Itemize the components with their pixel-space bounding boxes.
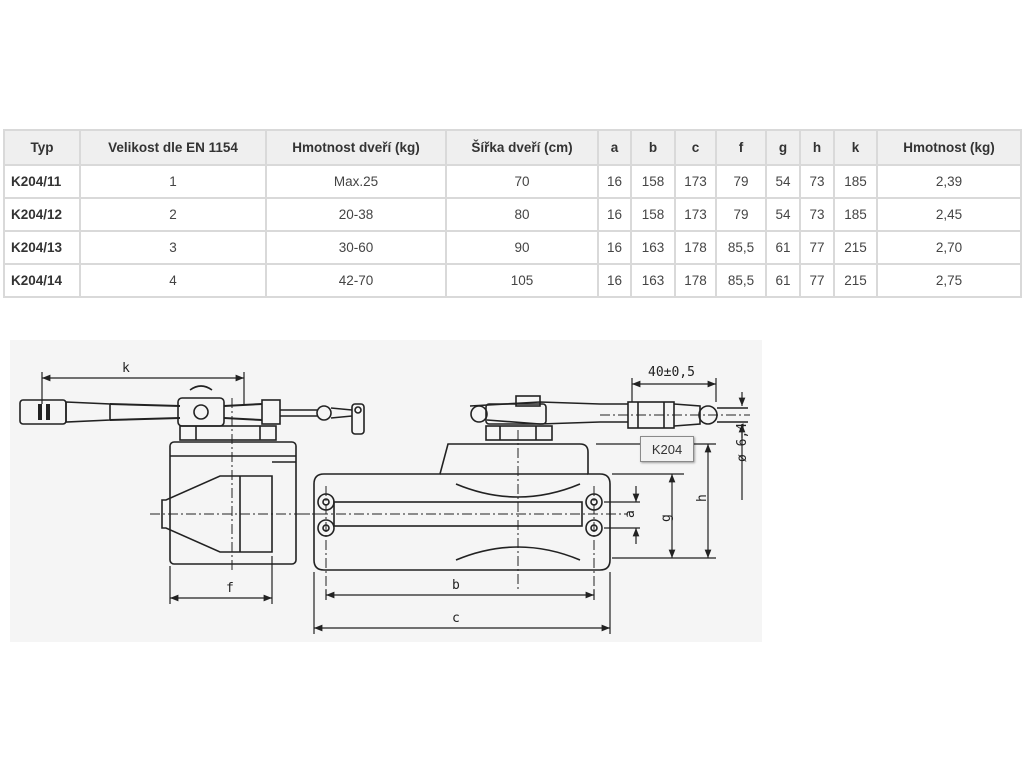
table-cell: 3 (79, 230, 267, 265)
table-cell: 163 (630, 263, 676, 298)
dimension-label-k: k (122, 361, 130, 376)
table-cell-typ: K204/11 (3, 164, 81, 199)
table-cell: 42-70 (265, 263, 447, 298)
side-view-body (150, 398, 318, 570)
header-cell-h: h (799, 129, 835, 166)
table-cell: 2 (79, 197, 267, 232)
table-cell: 215 (833, 263, 878, 298)
header-cell-c: c (674, 129, 717, 166)
table-cell-typ: K204/12 (3, 197, 81, 232)
table-cell: 2,75 (876, 263, 1022, 298)
table-cell: 20-38 (265, 197, 447, 232)
dimension-label-c: c (452, 611, 460, 626)
table-cell: 158 (630, 164, 676, 199)
header-cell-velikost: Velikost dle EN 1154 (79, 129, 267, 166)
header-cell-hmotnost: Hmotnost (kg) (876, 129, 1022, 166)
dimension-label-diameter: ø 6,4 (735, 423, 750, 462)
table-cell: 73 (799, 164, 835, 199)
table-cell: 178 (674, 230, 717, 265)
table-cell: 85,5 (715, 263, 767, 298)
table-cell: 163 (630, 230, 676, 265)
front-view-body (300, 430, 628, 590)
table-cell: Max.25 (265, 164, 447, 199)
header-cell-hmotnost-dveri: Hmotnost dveří (kg) (265, 129, 447, 166)
table-row: K204/14 4 42-70 105 16 163 178 85,5 61 7… (3, 263, 1022, 298)
table-row: K204/12 2 20-38 80 16 158 173 79 54 73 1… (3, 197, 1022, 232)
table-cell: 158 (630, 197, 676, 232)
table-cell: 1 (79, 164, 267, 199)
table-cell: 85,5 (715, 230, 767, 265)
table-cell: 178 (674, 263, 717, 298)
table-cell: 173 (674, 197, 717, 232)
left-arm-assembly (19, 385, 365, 441)
dimension-label-a: a (623, 510, 638, 518)
dimension-lines (41, 372, 746, 634)
table-cell: 73 (799, 197, 835, 232)
header-cell-b: b (630, 129, 676, 166)
table-cell: 70 (445, 164, 599, 199)
header-cell-f: f (715, 129, 767, 166)
dimension-label-b: b (452, 578, 460, 593)
dimension-label-tolerance: 40±0,5 (648, 365, 695, 380)
table-cell: 173 (674, 164, 717, 199)
door-closer-drawing: k 40±0,5 a g h ø 6,4 f b c (19, 361, 750, 634)
table-cell-typ: K204/14 (3, 263, 81, 298)
table-cell: 16 (597, 164, 632, 199)
table-cell: 77 (799, 230, 835, 265)
header-cell-sirka-dveri: Šířka dveří (cm) (445, 129, 599, 166)
header-cell-g: g (765, 129, 801, 166)
table-row: K204/13 3 30-60 90 16 163 178 85,5 61 77… (3, 230, 1022, 265)
table-cell: 54 (765, 164, 801, 199)
table-header: Typ Velikost dle EN 1154 Hmotnost dveří … (3, 129, 1022, 166)
table-cell: 79 (715, 164, 767, 199)
table-cell: 2,39 (876, 164, 1022, 199)
table-cell: 79 (715, 197, 767, 232)
table-cell: 16 (597, 197, 632, 232)
header-row: Typ Velikost dle EN 1154 Hmotnost dveří … (3, 129, 1022, 166)
table-cell: 54 (765, 197, 801, 232)
table-cell: 30-60 (265, 230, 447, 265)
table-cell: 185 (833, 197, 878, 232)
table-body: K204/11 1 Max.25 70 16 158 173 79 54 73 … (3, 164, 1022, 298)
table-row: K204/11 1 Max.25 70 16 158 173 79 54 73 … (3, 164, 1022, 199)
table-cell: 80 (445, 197, 599, 232)
top-arm-assembly (469, 395, 750, 441)
header-cell-a: a (597, 129, 632, 166)
table-cell: 2,45 (876, 197, 1022, 232)
dimension-label-f: f (226, 581, 234, 596)
table-cell: 185 (833, 164, 878, 199)
table-cell-typ: K204/13 (3, 230, 81, 265)
table-cell: 2,70 (876, 230, 1022, 265)
spec-table: Typ Velikost dle EN 1154 Hmotnost dveří … (3, 129, 1022, 298)
header-cell-typ: Typ (3, 129, 81, 166)
dimension-label-h: h (695, 494, 710, 502)
table-cell: 215 (833, 230, 878, 265)
table-cell: 16 (597, 263, 632, 298)
tooltip: K204 (640, 436, 694, 462)
table-cell: 61 (765, 263, 801, 298)
table-cell: 4 (79, 263, 267, 298)
dimension-label-g: g (659, 514, 674, 522)
header-cell-k: k (833, 129, 878, 166)
technical-drawing: k 40±0,5 a g h ø 6,4 f b c (10, 340, 762, 642)
table-cell: 90 (445, 230, 599, 265)
table-cell: 61 (765, 230, 801, 265)
table-cell: 16 (597, 230, 632, 265)
table-cell: 77 (799, 263, 835, 298)
table-cell: 105 (445, 263, 599, 298)
